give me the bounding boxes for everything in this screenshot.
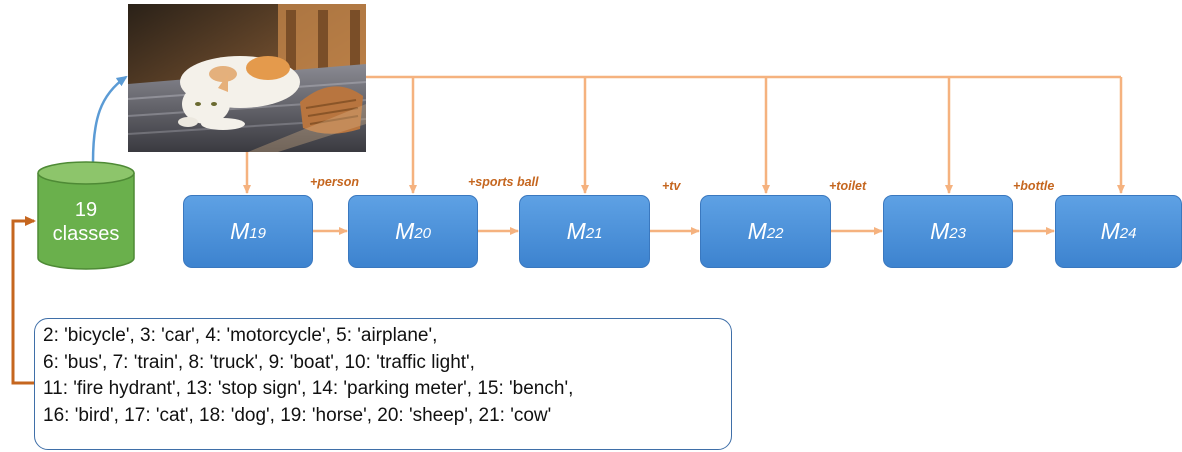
database-count: 19 [74, 199, 98, 221]
model-m22-sub: 22 [766, 225, 784, 242]
model-m20-sub: 20 [414, 225, 431, 242]
added-class-bottle: +bottle [1013, 179, 1055, 193]
model-m24-base: M [1100, 218, 1120, 244]
model-m23-base: M [930, 218, 950, 244]
class-list-line: 16: 'bird', 17: 'cat', 18: 'dog', 19: 'h… [43, 404, 552, 426]
class-list-line: 6: 'bus', 7: 'train', 8: 'truck', 9: 'bo… [43, 351, 475, 373]
database-cylinder-icon [37, 161, 135, 270]
db-to-image-arrow [91, 75, 128, 163]
classlist-to-db-arrow [11, 216, 36, 385]
model-m23-sub: 23 [949, 225, 966, 242]
added-class-tv: +tv [662, 179, 681, 193]
database-label: 19 classes [38, 198, 134, 246]
added-class-toilet: +toilet [829, 179, 867, 193]
model-m19-sub: 19 [249, 225, 266, 242]
class-list-box: 2: 'bicycle', 3: 'car', 4: 'motorcycle',… [34, 318, 732, 450]
class-list-line: 2: 'bicycle', 3: 'car', 4: 'motorcycle',… [43, 325, 438, 346]
added-class-sports-ball: +sports ball [468, 175, 539, 189]
added-class-person: +person [310, 175, 359, 189]
class-list-line: 11: 'fire hydrant', 13: 'stop sign', 14:… [43, 378, 574, 399]
model-m20-base: M [395, 218, 415, 244]
model-m21-base: M [566, 218, 586, 244]
database-unit: classes [52, 223, 120, 245]
model-m22-base: M [747, 218, 767, 244]
cat-photo-icon [128, 4, 366, 152]
model-m21-sub: 21 [585, 225, 603, 242]
model-m24-sub: 24 [1119, 225, 1137, 242]
model-m19-base: M [230, 218, 250, 244]
